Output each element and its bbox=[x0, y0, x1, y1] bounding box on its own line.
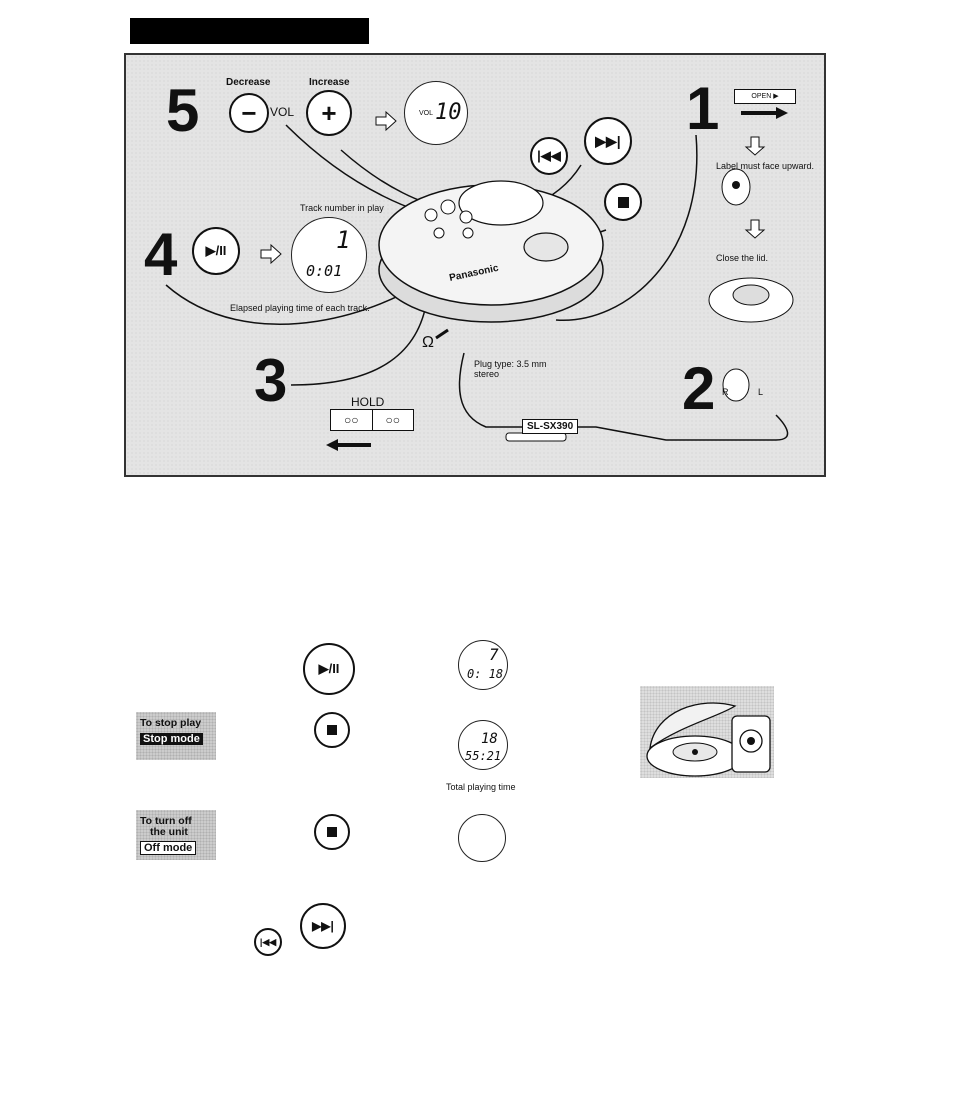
skip-forward-icon: ▶▶| bbox=[595, 132, 621, 149]
close-lid-text: Close the lid. bbox=[716, 253, 769, 263]
skip-back-button[interactable]: |◀◀ bbox=[530, 137, 568, 175]
stop-mode-box: To stop play Stop mode bbox=[136, 712, 216, 760]
skip-back-icon: |◀◀ bbox=[259, 936, 277, 947]
step-3-number: 3 bbox=[254, 347, 288, 414]
stop-icon bbox=[617, 196, 629, 208]
open-slider-label: OPEN ▶ bbox=[751, 93, 779, 100]
open-player-illustration bbox=[640, 686, 774, 778]
plus-icon: + bbox=[321, 97, 337, 128]
remote-model-tag: SL-SX390 bbox=[522, 419, 579, 434]
play-pause-button-small[interactable]: ▶/II bbox=[303, 643, 355, 695]
volume-lcd: VOL 10 bbox=[404, 81, 468, 145]
stop-icon bbox=[327, 725, 337, 735]
stop-button-small[interactable] bbox=[314, 712, 350, 748]
volume-decrease-button[interactable]: − bbox=[229, 93, 269, 133]
hold-switch[interactable]: ○○ ○○ bbox=[330, 409, 414, 431]
step-2-number: 2 bbox=[682, 355, 716, 422]
lcd-track-number: 1 bbox=[336, 226, 351, 254]
section-heading-bar bbox=[130, 18, 369, 44]
minus-icon: − bbox=[241, 97, 257, 128]
play-lcd-small: 7 0: 18 bbox=[458, 640, 508, 690]
skip-forward-button[interactable]: ▶▶| bbox=[584, 117, 632, 165]
open-slider[interactable]: OPEN ▶ bbox=[734, 89, 796, 104]
increase-label: Increase bbox=[309, 77, 350, 88]
lcd-total-time: 55:21 bbox=[465, 749, 502, 763]
lcd-vol-value: 10 bbox=[435, 100, 462, 125]
lcd-track-small: 7 bbox=[489, 645, 499, 664]
plug-type-label: Plug type: 3.5 mm bbox=[474, 359, 547, 369]
stop-icon bbox=[327, 827, 337, 837]
decrease-label: Decrease bbox=[226, 77, 271, 88]
device-illustration: Ω Panasonic bbox=[165, 107, 794, 451]
total-playing-time-caption: Total playing time bbox=[446, 782, 516, 792]
play-pause-icon: ▶/II bbox=[318, 661, 340, 676]
ear-l-label: L bbox=[758, 387, 764, 397]
stop-play-text: To stop play bbox=[140, 717, 202, 729]
stop-mode-tag: Stop mode bbox=[140, 733, 203, 745]
step-1-number: 1 bbox=[686, 75, 720, 142]
ear-r-label: R bbox=[722, 387, 729, 397]
lcd-total-tracks: 18 bbox=[481, 731, 498, 747]
off-mode-box: To turn off the unit Off mode bbox=[136, 810, 216, 860]
skip-back-icon: |◀◀ bbox=[537, 148, 561, 163]
stop-button[interactable] bbox=[604, 183, 642, 221]
step-4-number: 4 bbox=[144, 221, 178, 288]
label-face-upward-text: Label must face upward. bbox=[716, 161, 815, 171]
skip-back-button-small[interactable]: |◀◀ bbox=[254, 928, 282, 956]
play-lcd: 1 0:01 bbox=[291, 217, 367, 293]
vol-label: VOL bbox=[270, 105, 295, 119]
lcd-elapsed-time: 0:01 bbox=[306, 262, 343, 280]
play-pause-button[interactable]: ▶/II bbox=[192, 227, 240, 275]
play-pause-icon: ▶/II bbox=[205, 243, 227, 258]
off-mode-tag: Off mode bbox=[140, 841, 197, 855]
open-player-icon bbox=[646, 702, 771, 777]
turn-off-text-2: the unit bbox=[150, 826, 188, 838]
turn-off-text-1: To turn off bbox=[140, 815, 192, 827]
skip-forward-icon: ▶▶| bbox=[312, 919, 334, 933]
skip-forward-button-small[interactable]: ▶▶| bbox=[300, 903, 346, 949]
stop-button-off[interactable] bbox=[314, 814, 350, 850]
volume-increase-button[interactable]: + bbox=[306, 90, 352, 136]
svg-text:Ω: Ω bbox=[422, 334, 434, 351]
hold-switch-left: ○○ bbox=[331, 410, 373, 430]
hold-switch-right: ○○ bbox=[385, 413, 401, 427]
step-5-number: 5 bbox=[166, 77, 200, 144]
hold-label: HOLD bbox=[351, 395, 385, 409]
stop-lcd: 18 55:21 bbox=[458, 720, 508, 770]
lcd-time-small: 0: 18 bbox=[467, 667, 504, 681]
instruction-panel: Ω Panasonic 5 Decrease Increase − VOL + … bbox=[124, 53, 826, 477]
off-lcd bbox=[458, 814, 506, 862]
plug-type-label-2: stereo bbox=[474, 369, 500, 379]
lcd-vol-label: VOL bbox=[419, 110, 434, 117]
track-number-label: Track number in play bbox=[300, 203, 384, 213]
elapsed-time-label: Elapsed playing time of each track. bbox=[230, 303, 370, 313]
